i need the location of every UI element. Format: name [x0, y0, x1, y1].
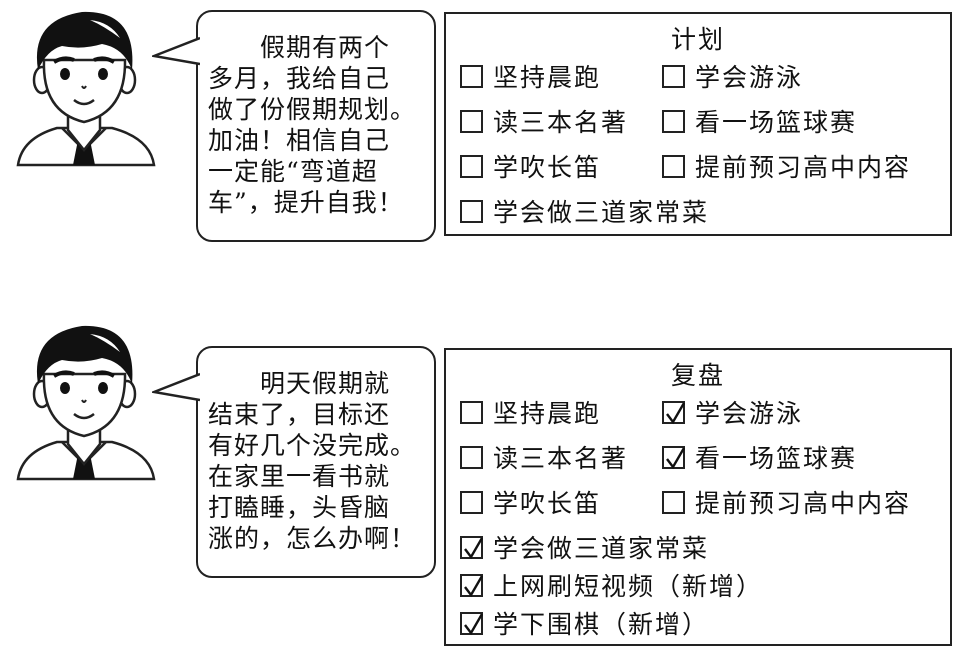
check-mark-icon — [464, 536, 484, 559]
plan-item-label: 学会做三道家常菜 — [493, 198, 710, 227]
checkbox-icon[interactable] — [460, 64, 483, 88]
checkbox-icon[interactable] — [460, 199, 483, 223]
checkbox-icon[interactable] — [662, 109, 685, 133]
plan-item[interactable]: 读三本名著 — [460, 101, 628, 141]
checkbox-icon[interactable] — [662, 154, 685, 178]
plan-item-label: 学会游泳 — [695, 63, 804, 92]
review-item-label: 提前预习高中内容 — [695, 489, 912, 518]
review-item[interactable]: 学下围棋（新增） — [460, 603, 709, 643]
review-item-label: 学下围棋（新增） — [493, 610, 710, 639]
checkbox-icon[interactable] — [662, 490, 685, 514]
plan-item-label: 坚持晨跑 — [493, 63, 602, 92]
review-item-label: 读三本名著 — [493, 444, 629, 473]
checkbox-icon[interactable] — [460, 154, 483, 178]
plan-item-label: 读三本名著 — [493, 108, 629, 137]
speech-bubble-2: 明天假期就 结束了，目标还 有好几个没完成。 在家里一看书就 打瞌睡，头昏脑 涨… — [152, 346, 436, 578]
boy-avatar-2 — [2, 314, 167, 484]
review-item[interactable]: 看一场篮球赛 — [662, 437, 857, 477]
speech-text-2: 明天假期就 结束了，目标还 有好几个没完成。 在家里一看书就 打瞌睡，头昏脑 涨… — [208, 369, 417, 553]
review-item-label: 坚持晨跑 — [493, 399, 602, 428]
bubble-tail — [152, 34, 200, 74]
review-item-label: 学会做三道家常菜 — [493, 534, 710, 563]
panel-title-plan: 计划 — [670, 25, 725, 54]
review-item[interactable]: 学会游泳 — [662, 392, 803, 432]
panel-title-review: 复盘 — [670, 361, 725, 390]
check-mark-icon — [666, 446, 686, 469]
checkbox-icon[interactable] — [460, 535, 484, 559]
checkbox-icon[interactable] — [460, 445, 483, 469]
plan-panel: 计划 坚持晨跑 学会游泳 读三本名著 看一场篮球赛 学吹长笛 提前预习高中内容 … — [444, 12, 952, 236]
review-item[interactable]: 提前预习高中内容 — [662, 482, 911, 522]
review-item-label: 学吹长笛 — [493, 489, 602, 518]
checkbox-icon[interactable] — [460, 109, 483, 133]
review-item-label: 上网刷短视频（新增） — [493, 572, 764, 601]
plan-item[interactable]: 学会做三道家常菜 — [460, 191, 709, 231]
plan-item[interactable]: 提前预习高中内容 — [662, 146, 911, 186]
review-item[interactable]: 学吹长笛 — [460, 482, 601, 522]
checkbox-icon[interactable] — [460, 490, 483, 514]
check-mark-icon — [464, 612, 484, 635]
review-item[interactable]: 上网刷短视频（新增） — [460, 565, 763, 605]
review-item[interactable]: 坚持晨跑 — [460, 392, 601, 432]
checkbox-icon[interactable] — [662, 400, 686, 424]
checkbox-icon[interactable] — [460, 611, 484, 635]
plan-item-label: 提前预习高中内容 — [695, 153, 912, 182]
plan-item[interactable]: 学吹长笛 — [460, 146, 601, 186]
plan-item[interactable]: 学会游泳 — [662, 56, 803, 96]
review-item[interactable]: 读三本名著 — [460, 437, 628, 477]
checkbox-icon[interactable] — [662, 445, 686, 469]
review-item-label: 看一场篮球赛 — [695, 444, 858, 473]
plan-item-label: 学吹长笛 — [493, 153, 602, 182]
speech-text-1: 假期有两个 多月，我给自己 做了份假期规划。 加油！相信自己 一定能“弯道超 车… — [208, 33, 417, 217]
review-item[interactable]: 学会做三道家常菜 — [460, 527, 709, 567]
check-mark-icon — [464, 574, 484, 597]
boy-illustration — [16, 325, 156, 481]
check-mark-icon — [666, 401, 686, 424]
checkbox-icon[interactable] — [460, 400, 483, 424]
checkbox-icon[interactable] — [662, 64, 685, 88]
plan-item-label: 看一场篮球赛 — [695, 108, 858, 137]
plan-item[interactable]: 坚持晨跑 — [460, 56, 601, 96]
review-item-label: 学会游泳 — [695, 399, 804, 428]
checkbox-icon[interactable] — [460, 573, 484, 597]
plan-item[interactable]: 看一场篮球赛 — [662, 101, 857, 141]
speech-bubble-1: 假期有两个 多月，我给自己 做了份假期规划。 加油！相信自己 一定能“弯道超 车… — [152, 10, 436, 242]
boy-avatar-1 — [2, 0, 167, 170]
review-panel: 复盘 坚持晨跑 学会游泳 读三本名著 看一场篮球赛 学吹长笛 提前预习高中内容 … — [444, 348, 952, 646]
boy-illustration — [16, 11, 156, 167]
bubble-tail — [152, 370, 200, 410]
